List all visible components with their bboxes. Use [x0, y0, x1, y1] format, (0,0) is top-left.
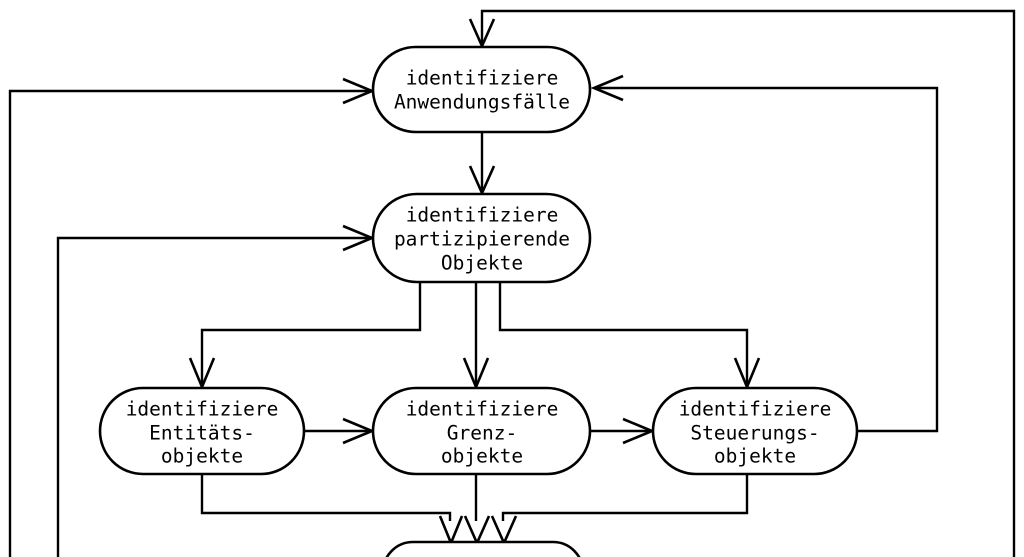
node-entitaets-label-line-1: identifiziere [126, 398, 279, 421]
node-bottom-partial-shape [385, 540, 581, 557]
node-steuerungs-label-line-2: Steuerungs- [690, 422, 819, 445]
node-steuerungs-label-line-3: objekte [714, 445, 796, 468]
edge-partizipierende-to-entitaets [200, 282, 422, 385]
node-grenz-shape [371, 386, 592, 476]
node-anwendungsfaelle-label-line-1: identifiziere [406, 67, 559, 90]
edge-entitaets-to-bottom [200, 474, 452, 521]
edge-layer [8, 9, 1016, 557]
node-layer: identifiziere Anwendungsfälle identifizi… [98, 45, 859, 557]
node-partizipierende-shape [371, 192, 592, 284]
arrow-into-anwendungsfaelle-right [590, 74, 624, 102]
node-grenz-label-line-2: Grenz- [447, 422, 517, 445]
node-entitaets-shape [98, 386, 306, 476]
node-entitaets-label-line-3: objekte [161, 445, 243, 468]
node-partizipierende-label-line-3: Objekte [441, 252, 523, 275]
edge-left-feedback-into-partizipierende [56, 236, 370, 557]
edge-far-left-loop-from-below [8, 89, 370, 557]
node-steuerungs-label-line-1: identifiziere [679, 398, 832, 421]
node-grenz-label-line-3: objekte [441, 445, 523, 468]
node-anwendungsfaelle-label-line-2: Anwendungsfälle [394, 91, 570, 114]
node-anwendungsfaelle-shape [371, 45, 592, 134]
node-identifiziere-grenzobjekte[interactable]: identifiziere Grenz- objekte [371, 386, 592, 476]
node-grenz-label-line-1: identifiziere [406, 398, 559, 421]
edge-partizipierende-to-steuerungs [498, 282, 749, 385]
edge-steuerungs-to-bottom [501, 474, 749, 521]
node-identifiziere-partizipierende-objekte[interactable]: identifiziere partizipierende Objekte [371, 192, 592, 284]
node-identifiziere-anwendungsfaelle[interactable]: identifiziere Anwendungsfälle [371, 45, 592, 134]
node-bottom-partial[interactable] [383, 540, 583, 557]
node-identifiziere-entitaetsobjekte[interactable]: identifiziere Entitäts- objekte [98, 386, 306, 476]
node-entitaets-label-line-2: Entitäts- [149, 422, 255, 445]
edge-steuerungs-feedback-into-anwendungsfaelle [596, 86, 939, 433]
node-steuerungs-shape [651, 386, 859, 476]
node-identifiziere-steuerungsobjekte[interactable]: identifiziere Steuerungs- objekte [651, 386, 859, 476]
node-partizipierende-label-line-2: partizipierende [394, 228, 570, 251]
node-partizipierende-label-line-1: identifiziere [406, 204, 559, 227]
edge-far-right-loop-to-top [480, 9, 1016, 557]
